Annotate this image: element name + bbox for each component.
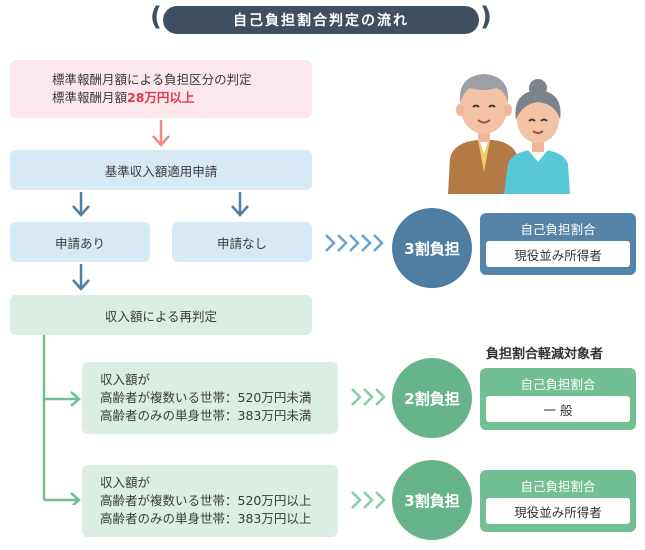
result-top-panel-title: 自己負担割合 xyxy=(520,222,596,237)
result-low-panel: 自己負担割合 一 般 xyxy=(480,368,636,430)
start-line1: 標準報酬月額による負担区分の判定 xyxy=(52,72,252,87)
application-box: 基準収入額適用申請 xyxy=(10,150,312,190)
title-right-bracket: ) xyxy=(480,2,492,32)
result-top-panel: 自己負担割合 現役並み所得者 xyxy=(480,213,636,275)
arrow-down-icon xyxy=(231,192,249,217)
condition-high-box: 収入額が 高齢者が複数いる世帯：520万円以上 高齢者のみの単身世帯：383万円… xyxy=(82,465,338,537)
apply-no-box: 申請なし xyxy=(172,222,312,262)
reduced-heading: 負担割合軽減対象者 xyxy=(486,347,604,362)
condition-high-line1: 収入額が xyxy=(100,475,151,490)
apply-yes-box: 申請あり xyxy=(10,222,150,262)
condition-high-line2: 高齢者が複数いる世帯：520万円以上 xyxy=(100,493,312,508)
result-low-panel-title: 自己負担割合 xyxy=(520,377,596,392)
result-high-panel-title: 自己負担割合 xyxy=(520,479,596,494)
result-high-panel-value: 現役並み所得者 xyxy=(486,498,630,524)
condition-low-line1: 収入額が xyxy=(100,372,151,387)
branch-connector xyxy=(42,335,81,505)
start-line2-highlight: 28万円以上 xyxy=(127,90,195,105)
result-low-panel-value: 一 般 xyxy=(486,396,630,422)
page-title: 自己負担割合判定の流れ xyxy=(163,6,479,34)
start-line2-prefix: 標準報酬月額 xyxy=(52,90,128,105)
result-top-panel-value: 現役並み所得者 xyxy=(486,241,630,267)
chevron-right-icon xyxy=(325,234,384,252)
start-line2: 標準報酬月額28万円以上 xyxy=(52,89,194,107)
condition-low-line2: 高齢者が複数いる世帯：520万円未満 xyxy=(100,390,312,405)
chevron-right-icon xyxy=(351,388,386,406)
condition-low-line3: 高齢者のみの単身世帯：383万円未満 xyxy=(100,408,312,423)
rejudge-box: 収入額による再判定 xyxy=(10,295,312,335)
start-box: 標準報酬月額による負担区分の判定 標準報酬月額28万円以上 xyxy=(10,60,312,118)
arrow-down-icon xyxy=(152,120,170,147)
arrow-down-icon xyxy=(72,264,90,291)
title-left-bracket: ( xyxy=(150,2,162,32)
result-high-panel: 自己負担割合 現役並み所得者 xyxy=(480,470,636,532)
result-top-circle: 3割負担 xyxy=(392,208,472,288)
result-low-circle: 2割負担 xyxy=(392,358,472,438)
condition-low-box: 収入額が 高齢者が複数いる世帯：520万円未満 高齢者のみの単身世帯：383万円… xyxy=(82,362,338,434)
result-high-circle: 3割負担 xyxy=(392,460,472,540)
arrow-down-icon xyxy=(72,192,90,217)
condition-high-line3: 高齢者のみの単身世帯：383万円以上 xyxy=(100,511,312,526)
elderly-couple-illustration xyxy=(448,74,570,194)
chevron-right-icon xyxy=(351,491,386,509)
